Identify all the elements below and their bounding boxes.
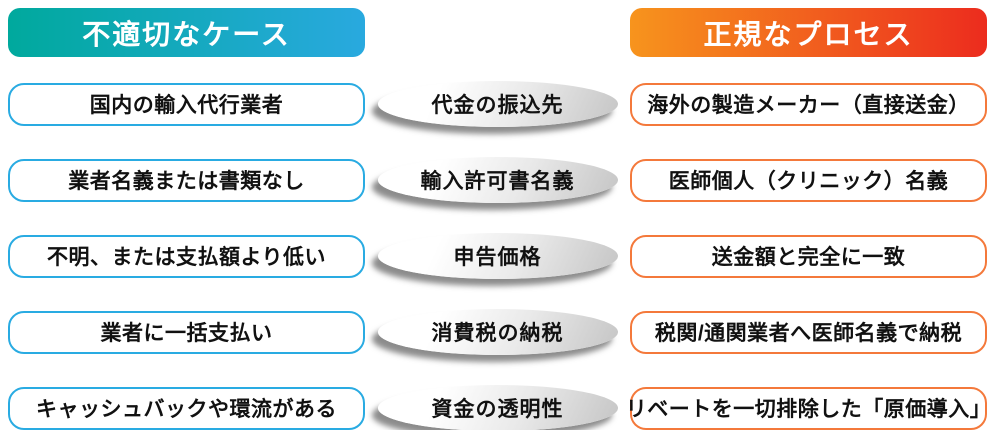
right-process-box: リベートを一切排除した「原価導入」 xyxy=(626,386,991,430)
row-fund-transparency: キャッシュバックや環流がある 資金の透明性 リベートを一切排除した「原価導入」 xyxy=(8,385,991,430)
oval-wrap: 輸入許可書名義 xyxy=(365,157,630,203)
category-oval: 資金の透明性 xyxy=(377,385,618,430)
right-process-box: 海外の製造メーカー（直接送金） xyxy=(630,82,987,126)
row-declared-value: 不明、または支払額より低い 申告価格 送金額と完全に一致 xyxy=(8,233,987,279)
header-row: 不適切なケース 正規なプロセス xyxy=(8,8,987,57)
oval-wrap: 代金の振込先 xyxy=(365,81,630,127)
oval-wrap: 資金の透明性 xyxy=(365,385,630,430)
left-case-box: キャッシュバックや環流がある xyxy=(8,386,365,430)
category-oval: 代金の振込先 xyxy=(377,81,618,127)
category-oval: 輸入許可書名義 xyxy=(377,157,618,203)
row-payment-destination: 国内の輸入代行業者 代金の振込先 海外の製造メーカー（直接送金） xyxy=(8,81,987,127)
left-case-box: 業者に一括支払い xyxy=(8,310,365,354)
row-import-permit-name: 業者名義または書類なし 輸入許可書名義 医師個人（クリニック）名義 xyxy=(8,157,987,203)
category-oval: 申告価格 xyxy=(377,233,618,279)
left-case-box: 業者名義または書類なし xyxy=(8,158,365,202)
left-case-box: 国内の輸入代行業者 xyxy=(8,82,365,126)
category-oval: 消費税の納税 xyxy=(377,309,618,355)
comparison-rows: 国内の輸入代行業者 代金の振込先 海外の製造メーカー（直接送金） 業者名義または… xyxy=(8,81,991,430)
left-case-box: 不明、または支払額より低い xyxy=(8,234,365,278)
row-consumption-tax: 業者に一括支払い 消費税の納税 税関/通関業者へ医師名義で納税 xyxy=(8,309,987,355)
right-process-box: 医師個人（クリニック）名義 xyxy=(630,158,987,202)
right-process-box: 送金額と完全に一致 xyxy=(630,234,987,278)
oval-wrap: 申告価格 xyxy=(365,233,630,279)
left-column-header: 不適切なケース xyxy=(8,8,365,57)
right-process-box: 税関/通関業者へ医師名義で納税 xyxy=(630,310,987,354)
oval-wrap: 消費税の納税 xyxy=(365,309,630,355)
right-column-header: 正規なプロセス xyxy=(630,8,987,57)
